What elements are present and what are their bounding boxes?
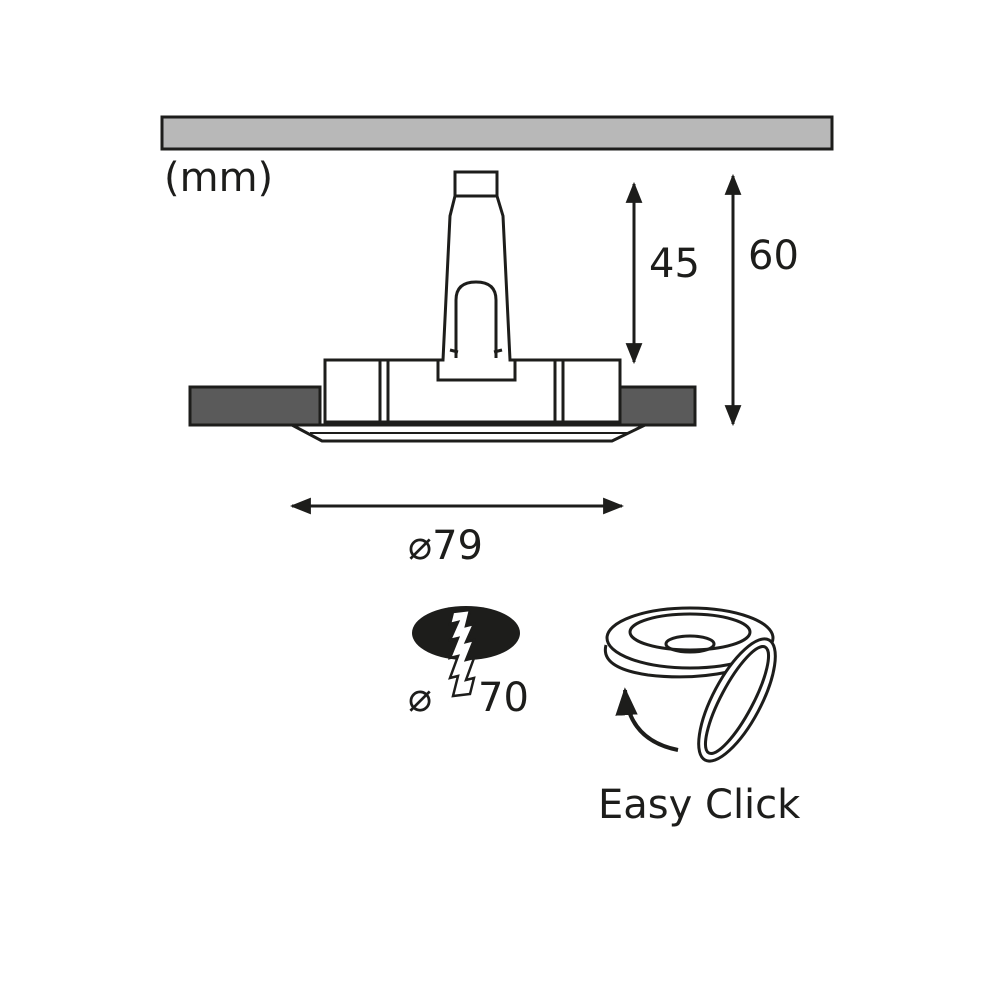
- dimension-45: 45: [649, 241, 700, 287]
- cutout-hole-icon: [412, 606, 520, 698]
- bracket: [436, 170, 517, 382]
- rotate-arrow-icon: [615, 687, 679, 752]
- dimension-60: 60: [748, 233, 799, 279]
- ceiling-board-left: [188, 385, 322, 427]
- dimension-70: 70: [478, 675, 529, 721]
- easy-click-label: Easy Click: [598, 782, 801, 828]
- ceiling-board-right: [618, 385, 697, 427]
- dimension-79: ⌀79: [408, 523, 483, 569]
- diameter-symbol: ⌀: [408, 675, 433, 721]
- ceiling-panel: [160, 115, 834, 151]
- unit-label: (mm): [164, 155, 274, 201]
- easy-click-ring-icon: [603, 606, 777, 763]
